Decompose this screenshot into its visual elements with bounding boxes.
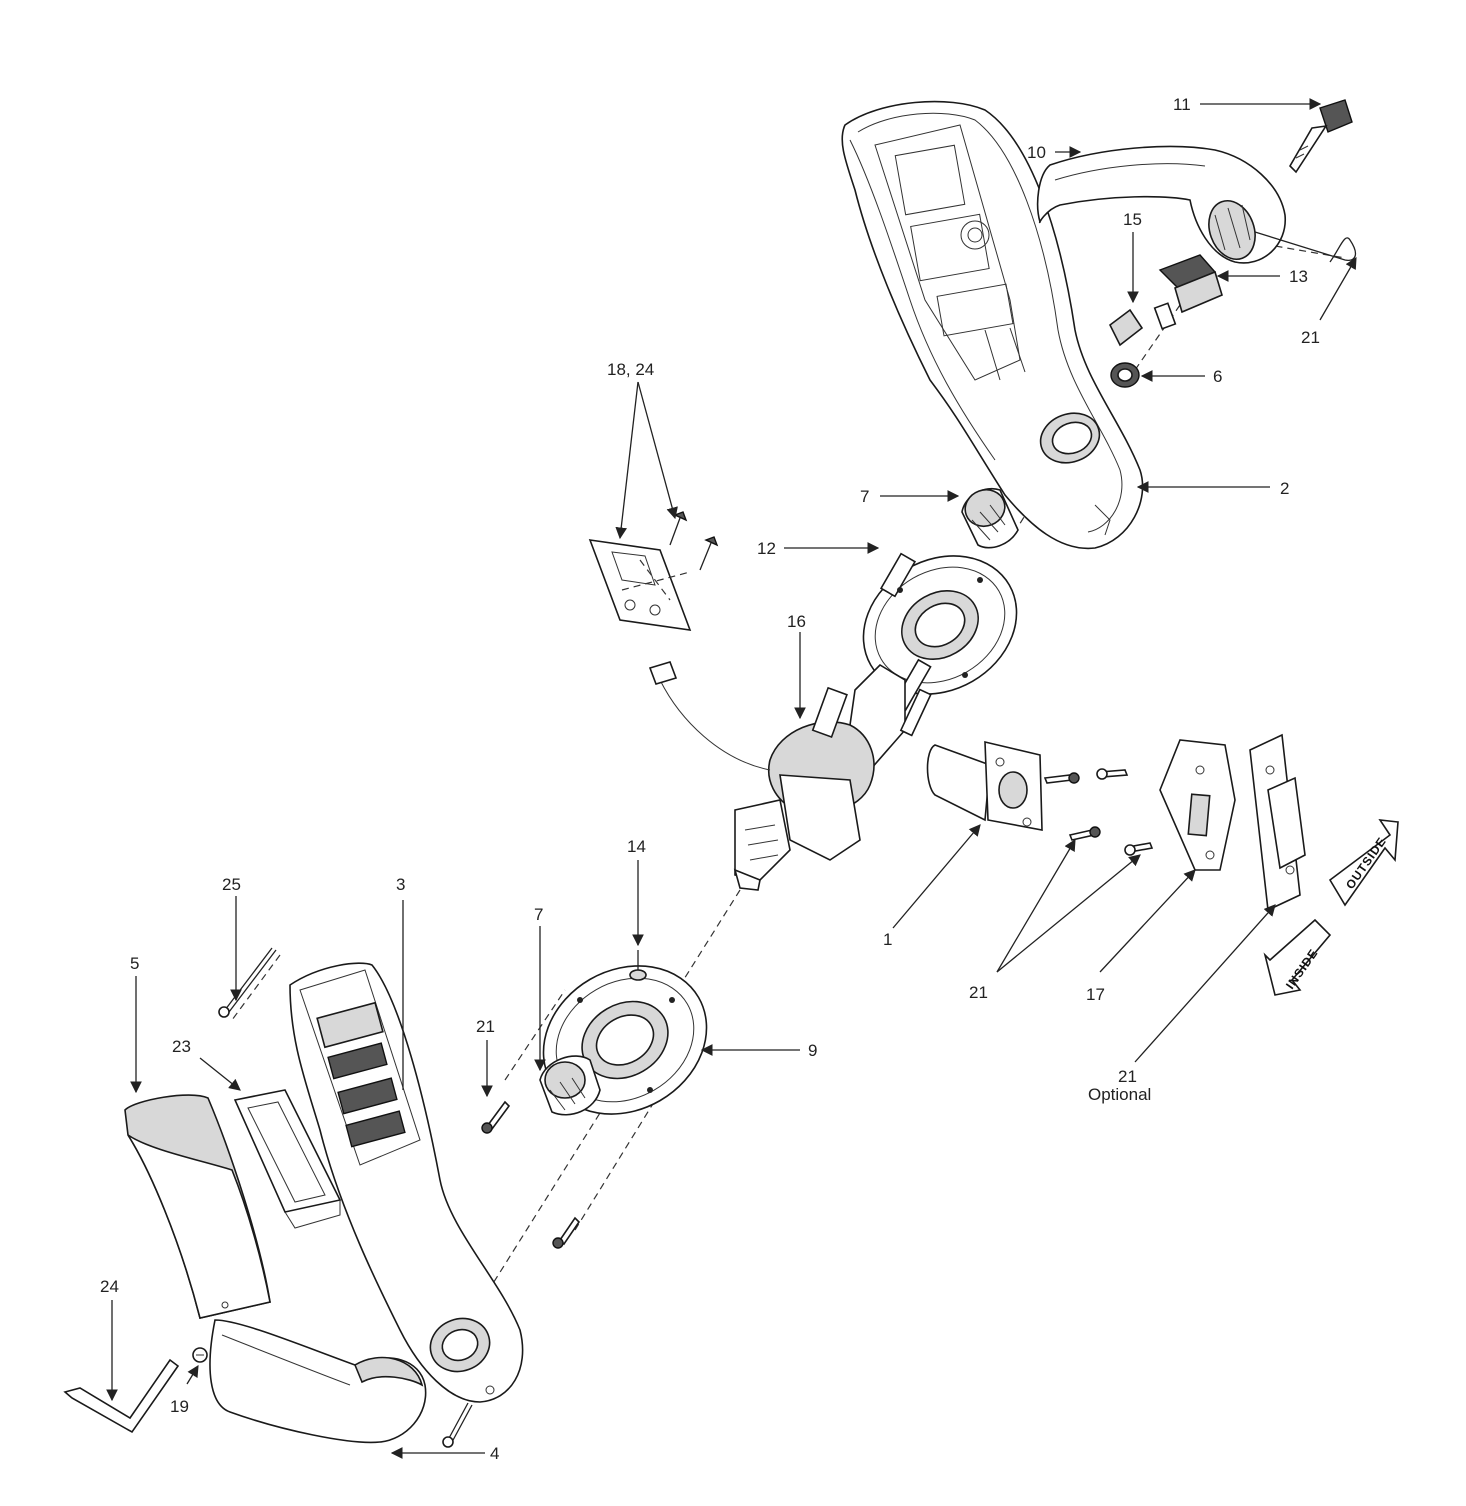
label-16: 16 <box>787 612 806 631</box>
label-1: 1 <box>883 930 892 949</box>
label-24: 24 <box>100 1277 119 1296</box>
mounting-plate-part-12 <box>862 552 1018 712</box>
label-12: 12 <box>757 539 776 558</box>
key-part-11 <box>1288 99 1353 174</box>
label-7-lower: 7 <box>534 905 543 924</box>
box-strike-optional-part-21 <box>1249 733 1306 912</box>
outside-direction-arrow: OUTSIDE <box>1328 819 1399 907</box>
label-14: 14 <box>627 837 646 856</box>
label-19: 19 <box>170 1397 189 1416</box>
label-5: 5 <box>130 954 139 973</box>
latch-part-1 <box>926 740 1043 831</box>
mounting-plate-part-9 <box>542 965 708 1115</box>
label-17: 17 <box>1086 985 1105 1004</box>
inside-lever-part-4 <box>209 1319 427 1444</box>
label-23: 23 <box>172 1037 191 1056</box>
latch-screws-part-21 <box>1043 768 1154 856</box>
outside-lever-part-10 <box>1036 145 1286 264</box>
bushing-part-7-upper <box>961 488 1019 549</box>
cam-part-15 <box>1108 308 1144 347</box>
bracket-part-23 <box>233 1089 342 1229</box>
label-2: 2 <box>1280 479 1289 498</box>
label-25: 25 <box>222 875 241 894</box>
cylinder-part-13 <box>1153 254 1223 330</box>
label-6: 6 <box>1213 367 1222 386</box>
set-screw-part-19 <box>192 1347 208 1363</box>
label-21-latch: 21 <box>969 983 988 1002</box>
ring-part-6 <box>1110 362 1140 388</box>
label-21-plate: 21 <box>476 1017 495 1036</box>
callout-labels: 11 10 15 13 21 6 18, 24 2 7 12 16 14 25 … <box>100 95 1320 1463</box>
label-7-upper: 7 <box>860 487 869 506</box>
leader-lines <box>106 98 1357 1459</box>
label-18-24: 18, 24 <box>607 360 654 379</box>
label-21-upper: 21 <box>1301 328 1320 347</box>
inside-direction-arrow: INSIDE <box>1263 918 1332 996</box>
screw-part-25 <box>218 947 277 1018</box>
label-9: 9 <box>808 1041 817 1060</box>
label-13: 13 <box>1289 267 1308 286</box>
outside-housing-part-2 <box>841 100 1144 550</box>
label-15: 15 <box>1123 210 1142 229</box>
inside-housing-part-3 <box>289 962 524 1403</box>
strike-part-17 <box>1159 739 1236 871</box>
screws-part-24-upper <box>669 511 719 571</box>
hex-wrench-part-24 <box>63 1358 180 1434</box>
bushing-part-7-lower <box>539 1055 601 1116</box>
plate-screws-part-21 <box>481 1100 581 1249</box>
outside-arrow-label: OUTSIDE <box>1343 834 1389 891</box>
label-11: 11 <box>1173 95 1191 114</box>
lever-screw <box>442 1402 473 1448</box>
label-21-optional: 21 <box>1118 1067 1137 1086</box>
template-part-18 <box>588 539 692 631</box>
cover-part-5 <box>124 1094 271 1319</box>
chassis-part-16 <box>648 661 932 891</box>
label-10: 10 <box>1027 143 1046 162</box>
pin-part-14 <box>629 950 647 981</box>
label-3: 3 <box>396 875 405 894</box>
label-4: 4 <box>490 1444 499 1463</box>
label-optional: Optional <box>1088 1085 1151 1104</box>
